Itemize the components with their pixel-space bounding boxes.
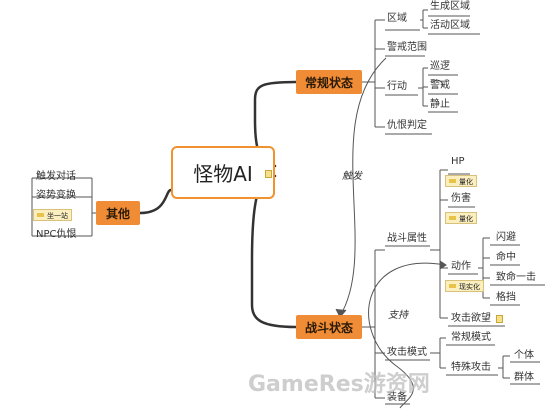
- node-group[interactable]: 群体: [514, 372, 534, 383]
- node-attack-desire[interactable]: 攻击欲望: [451, 313, 491, 324]
- node-active-area[interactable]: 活动区域: [430, 20, 470, 31]
- node-idle[interactable]: 静止: [430, 99, 450, 110]
- node-other[interactable]: 其他: [96, 201, 140, 225]
- note-icon: [265, 170, 272, 178]
- central-topic[interactable]: 怪物AI: [171, 146, 275, 199]
- node-normal-mode[interactable]: 常规模式: [451, 332, 491, 343]
- concretize-tag: 现实化: [445, 280, 484, 292]
- node-equipment[interactable]: 装备: [387, 392, 407, 403]
- node-damage[interactable]: 伤害: [451, 193, 471, 204]
- stand-tag: 坐一站: [33, 209, 72, 221]
- node-action[interactable]: 行动: [387, 81, 407, 92]
- node-hp[interactable]: HP: [451, 156, 465, 167]
- node-combat-attributes[interactable]: 战斗属性: [387, 233, 427, 244]
- support-relation: [368, 262, 446, 409]
- trigger-relation: [339, 57, 387, 317]
- node-attack-mode[interactable]: 攻击模式: [387, 347, 427, 358]
- node-combat-state[interactable]: 战斗状态: [296, 315, 362, 339]
- node-dodge[interactable]: 闪避: [496, 232, 516, 243]
- node-block[interactable]: 格挡: [496, 292, 516, 303]
- node-individual[interactable]: 个体: [514, 350, 534, 361]
- node-spawn-area[interactable]: 生成区域: [430, 1, 470, 12]
- node-npc-hate[interactable]: NPC仇恨: [36, 229, 77, 240]
- node-combat-action[interactable]: 动作: [451, 261, 471, 272]
- note-icon-attack-desire: [496, 315, 503, 323]
- trigger-label: 触发: [342, 171, 362, 182]
- node-alert-range[interactable]: 警戒范围: [387, 42, 427, 53]
- quantify-tag-2: 量化: [445, 212, 477, 224]
- node-critical[interactable]: 致命一击: [496, 272, 536, 283]
- central-title: 怪物AI: [193, 162, 253, 186]
- support-label: 支持: [388, 310, 408, 321]
- node-special-attack[interactable]: 特殊攻击: [451, 362, 491, 373]
- node-normal-state[interactable]: 常规状态: [296, 70, 362, 94]
- node-trigger-dialog[interactable]: 触发对话: [36, 171, 76, 182]
- node-patrol[interactable]: 巡逻: [430, 61, 450, 72]
- node-pose-change[interactable]: 姿势变换: [36, 190, 76, 201]
- node-hate-judge[interactable]: 仇恨判定: [387, 120, 427, 131]
- quantify-tag: 量化: [445, 175, 477, 187]
- node-area[interactable]: 区域: [387, 13, 407, 24]
- watermark: GameRes游资网: [248, 372, 430, 397]
- node-alert[interactable]: 警戒: [430, 80, 450, 91]
- node-hit[interactable]: 命中: [496, 252, 516, 263]
- trunk-to-other: [138, 188, 173, 215]
